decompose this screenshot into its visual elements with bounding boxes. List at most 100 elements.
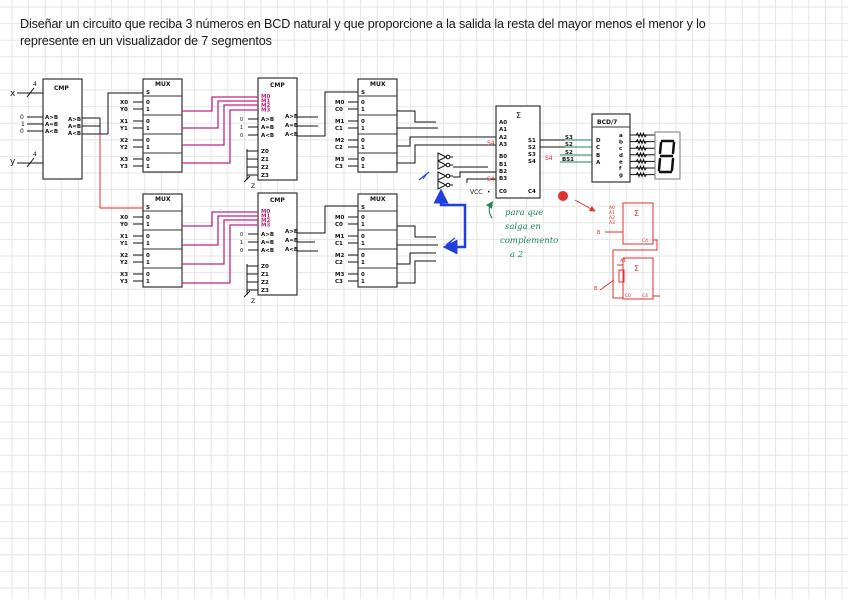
pin-label: A>B [261,117,274,123]
wire-label: BS1 [562,157,574,163]
green-note-line: salga en [505,222,541,232]
mux-input-label: C1 [335,241,343,247]
pin-label: C0 [499,189,507,195]
select-pin: S [361,90,365,96]
wire-label: S2 [565,150,573,156]
mux3-output-wires [397,110,496,164]
mux-input-label: X3 [120,272,128,278]
mux-input-label: Y2 [119,145,128,151]
sel-value: 1 [146,164,150,170]
green-note-line: para que [505,208,543,218]
z-input-label: Z2 [261,165,269,171]
inverter-gate [437,160,453,170]
pin-label: A>B [285,229,298,235]
sel-value: 0 [361,234,365,240]
wire-label: S2 [565,142,573,148]
cascade-value: 0 [240,248,243,254]
mux-input-label: X1 [120,119,128,125]
pin-label: B1 [499,162,507,168]
cmp-to-mux-wires [297,91,358,252]
decoder-output-label: d [619,153,623,159]
select-pin: S [146,90,150,96]
red-label: A1 [609,210,615,216]
decoder-output-label: b [619,140,623,146]
mux-input-label: M2 [335,253,344,259]
m-input-label: M1 [261,214,270,220]
decoder-input-label: A [596,160,601,166]
red-label: C4 [642,293,648,299]
statement-line-1: Diseñar un circuito que reciba 3 números… [20,17,706,31]
green-note-line: complemento [500,236,558,246]
cmp-title: CMP [270,82,285,89]
decoder-output-label: g [619,173,623,179]
cascade-value: 1 [240,125,243,131]
sel-value: 0 [361,138,365,144]
pin-label: A=B [285,238,298,244]
decoder-input-label: D [596,138,601,144]
mux-input-label: M0 [335,215,344,221]
adder-title: Σ [516,111,521,120]
red-adder-sketch [558,191,660,300]
mux-input-label: C0 [335,107,343,113]
x-bus-width: 4 [33,81,37,88]
sel-value: 0 [146,138,150,144]
sel-value: 1 [361,164,365,170]
mux-title: MUX [370,81,386,88]
adder-sigma: Σ A0 A1 A2 A3 B0 B1 B2 B3 C0 C4 S1 S2 S3… [470,105,553,199]
resistor-icon [635,151,647,159]
red-label: B [594,286,598,292]
sel-value: 1 [361,279,365,285]
blue-annotations [418,171,467,255]
sel-value: 0 [146,119,150,125]
sel-value: 0 [361,119,365,125]
pin-label: A2 [499,135,507,141]
inverter-gate [437,171,453,181]
sel-value: 1 [361,241,365,247]
x-input-label: x [10,89,16,99]
wire-label: S3 [565,135,573,141]
statement-line-2: represente en un visualizador de 7 segme… [20,34,272,48]
cascade-value: 0 [20,128,24,135]
sel-value: 0 [146,215,150,221]
mux4-output-wires [397,225,438,284]
decoder-input-label: C [596,145,600,151]
pin-label: S2 [528,145,536,151]
pin-label: A=B [45,122,58,128]
sel-value: 1 [361,260,365,266]
pin-label: A=B [261,240,274,246]
red-label: B [597,230,601,236]
sel-value: 1 [361,126,365,132]
pin-label: A=B [261,125,274,131]
red-adder-labels: A0 A1 A2 A3 B A1 B Σ Σ C4 C4 C0 [594,205,648,299]
sel-value: 0 [146,272,150,278]
resistor-icon [635,171,647,178]
sel-value: 0 [146,157,150,163]
mux-input-label: X1 [120,234,128,240]
resistor-icon [635,144,647,152]
red-s4-mark: S4 [487,140,495,147]
inverter-gate [437,180,453,190]
sel-value: 1 [146,279,150,285]
pin-label: A>B [68,117,81,123]
pin-label: A3 [499,142,507,148]
sel-value: 0 [361,272,365,278]
z-input-label: Z3 [261,288,269,294]
pin-label: A=B [68,124,81,130]
cmp-title: CMP [270,197,285,204]
y-bus-width: 4 [33,151,37,158]
m-input-label: M2 [261,218,270,224]
red-s4-mark: S4 [545,155,553,162]
pin-label: A<B [45,129,58,135]
sel-value: 0 [361,215,365,221]
pin-label: B2 [499,169,507,175]
green-note: para que salga en complemento a 2 [486,201,558,260]
mux-input-label: X2 [120,253,128,259]
pin-label: A>B [261,232,274,238]
mux-input-label: Y3 [119,279,128,285]
pin-label: A1 [499,127,507,133]
z-input-label: Z3 [261,173,269,179]
pin-label: S3 [528,152,536,158]
mux-input-label: Y2 [119,260,128,266]
